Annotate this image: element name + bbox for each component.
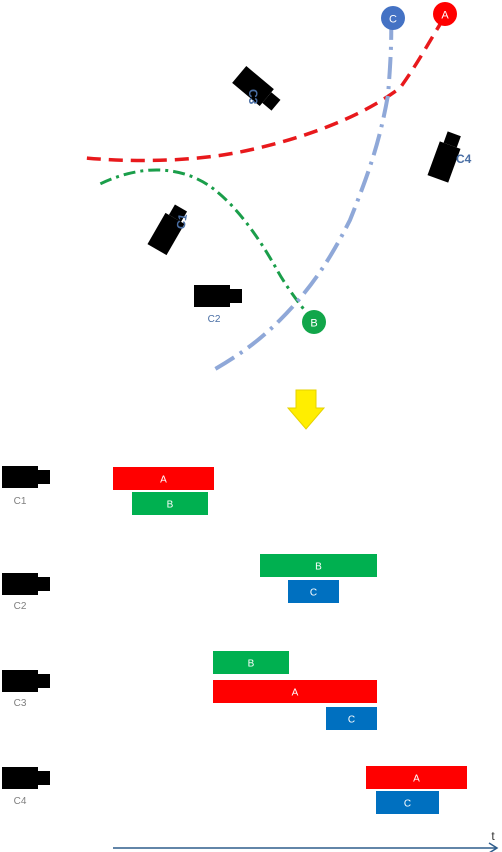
bar-c [376,791,439,814]
camera-icon [2,670,50,692]
bar-a [366,766,467,789]
bar-label: B [315,562,322,573]
bar-b [132,492,208,515]
target-b-marker: B [302,310,326,334]
target-c-marker: C [381,6,405,30]
bar-label: A [413,774,420,785]
target-c-label: C [389,14,397,26]
bar-c [288,580,339,603]
bar-label: B [248,659,255,670]
target-a-marker: A [433,2,457,26]
timeline-row-c4: C4 A C [2,766,467,814]
time-axis: t [113,829,499,852]
camera-icon [2,573,50,595]
bar-a [213,680,377,703]
bar-a [113,467,214,490]
bar-label: C [310,588,317,599]
bar-label: A [160,475,167,486]
target-b-label: B [310,318,317,330]
bar-label: B [167,500,174,511]
camera-c2-label: C2 [208,314,221,325]
row-camera-label: C4 [14,796,27,807]
row-camera-label: C3 [14,698,27,709]
timeline-row-c2: C2 B C [2,554,377,612]
camera-c4-label: C4 [456,152,472,166]
camera-c1-label: C1 [173,212,190,230]
row-camera-label: C2 [14,601,27,612]
target-a-label: A [441,10,449,22]
bar-label: A [292,688,299,699]
timeline-row-c1: C1 A B [2,466,214,515]
timeline-row-c3: C3 B A C [2,651,377,730]
trajectory-b [99,168,316,323]
bar-b [260,554,377,577]
trajectory-c [209,17,394,374]
trajectory-a [85,17,446,163]
bar-label: C [348,715,355,726]
camera-c3-label: C3 [246,89,260,105]
camera-c2-icon [194,285,242,307]
camera-icon [2,466,50,488]
camera-icon [2,767,50,789]
bar-c [326,707,377,730]
bar-label: C [404,799,411,810]
row-camera-label: C1 [14,496,27,507]
bar-b [213,651,289,674]
transition-arrow [286,389,326,430]
time-axis-label: t [491,829,495,843]
